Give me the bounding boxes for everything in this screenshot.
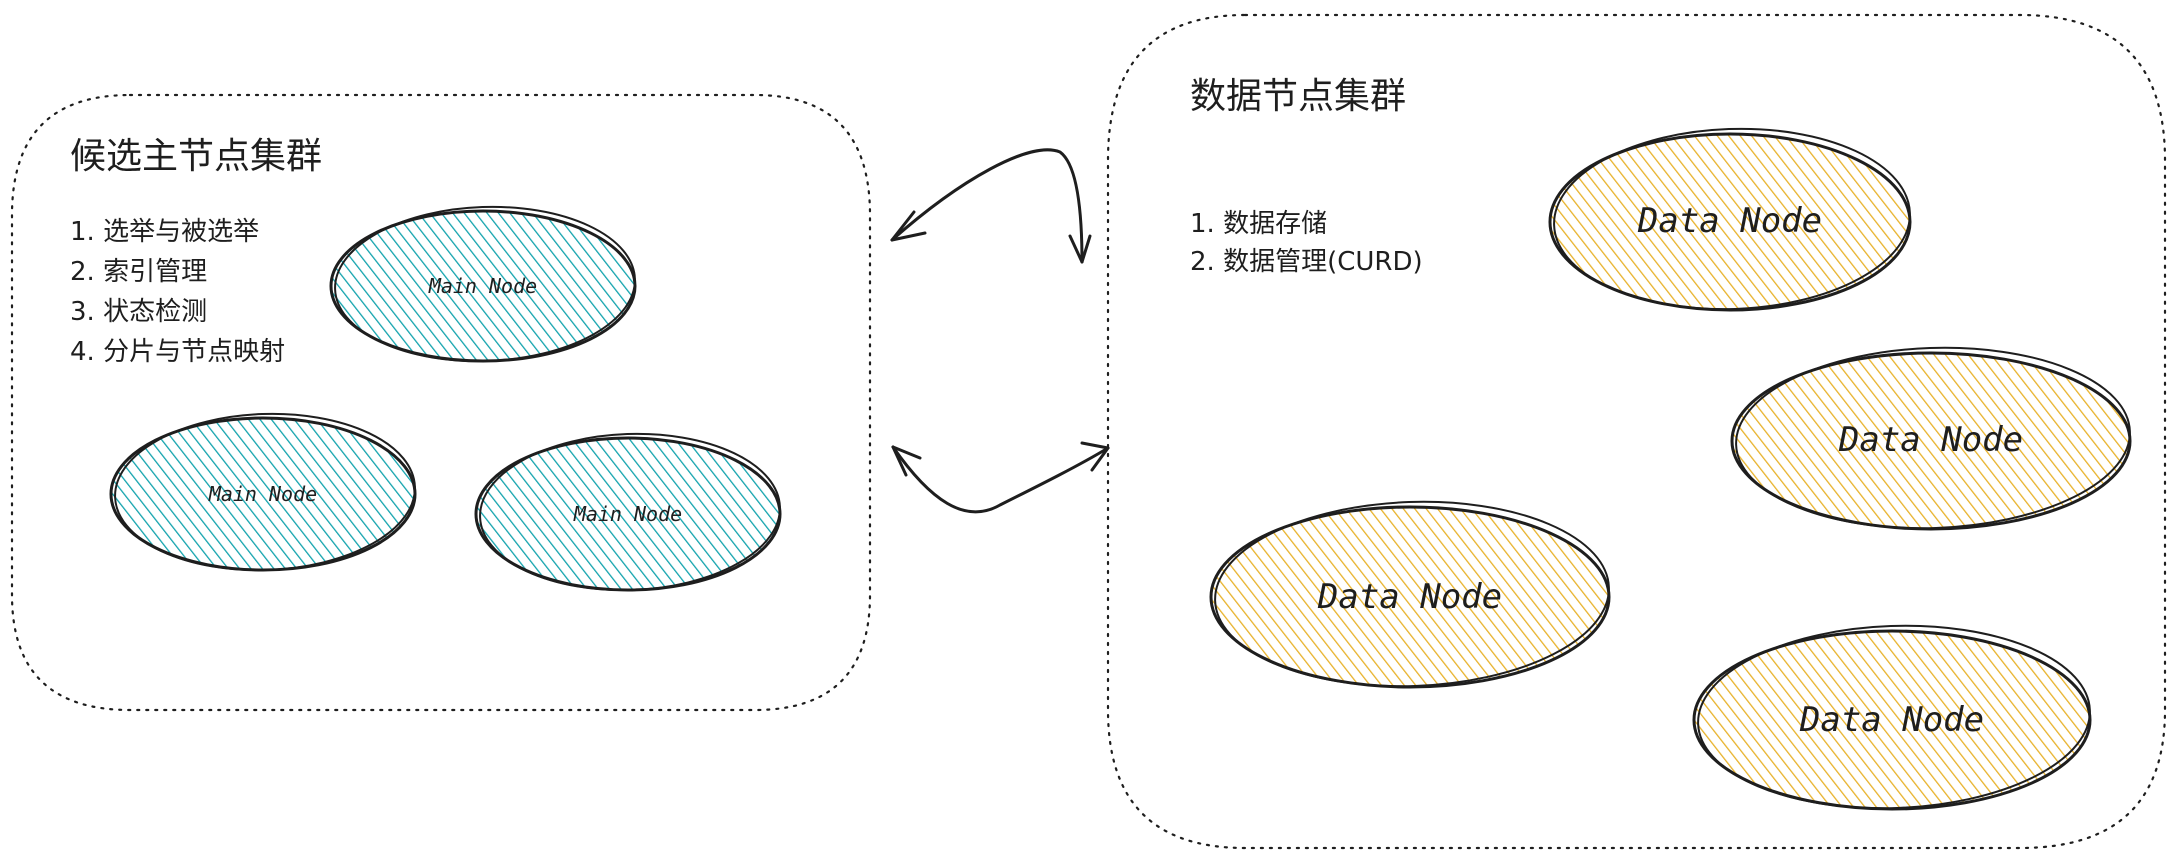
- data-cluster-boundary: [1106, 13, 2167, 850]
- data-node-shape: [1550, 134, 1910, 310]
- data-cluster: 数据节点集群 1. 数据存储 2. 数据管理(CURD) Data Node D…: [1106, 13, 2167, 850]
- main-node-label: Main Node: [573, 502, 682, 526]
- main-node-label: Main Node: [208, 482, 317, 506]
- master-cluster: 候选主节点集群 1. 选举与被选举 2. 索引管理 3. 状态检测 4. 分片与…: [10, 93, 872, 712]
- data-node-shape: [1211, 507, 1609, 687]
- data-cluster-title: 数据节点集群: [1190, 76, 1406, 117]
- upper-connection-arrow: [890, 148, 1092, 264]
- data-responsibility-list: 1. 数据存储 2. 数据管理(CURD): [1190, 209, 1423, 277]
- lower-connection-arrow: [891, 441, 1110, 514]
- data-node[interactable]: Data Node: [1730, 341, 2133, 535]
- data-node-label: Data Node: [1317, 577, 1502, 617]
- list-item: 1. 选举与被选举: [70, 217, 259, 247]
- data-node-label: Data Node: [1838, 420, 2023, 460]
- main-node[interactable]: Main Node: [109, 409, 418, 575]
- main-node[interactable]: Main Node: [329, 202, 638, 366]
- data-node[interactable]: Data Node: [1209, 495, 1612, 693]
- data-node-label: Data Node: [1799, 700, 1984, 740]
- list-item: 2. 索引管理: [70, 257, 207, 287]
- data-node-shape: [1694, 631, 2090, 809]
- master-cluster-boundary: [10, 93, 872, 712]
- master-cluster-title: 候选主节点集群: [70, 136, 322, 177]
- data-node[interactable]: Data Node: [1548, 123, 1913, 315]
- data-node-label: Data Node: [1637, 201, 1822, 241]
- list-item: 3. 状态检测: [70, 297, 207, 327]
- list-item: 1. 数据存储: [1190, 209, 1327, 239]
- main-node-shape: [331, 211, 635, 361]
- data-node[interactable]: Data Node: [1692, 619, 2093, 815]
- main-node[interactable]: Main Node: [474, 429, 783, 595]
- list-item: 2. 数据管理(CURD): [1190, 247, 1423, 277]
- list-item: 4. 分片与节点映射: [70, 337, 285, 367]
- master-responsibility-list: 1. 选举与被选举 2. 索引管理 3. 状态检测 4. 分片与节点映射: [70, 217, 285, 367]
- main-node-shape: [111, 418, 415, 570]
- data-node-shape: [1732, 353, 2130, 529]
- main-node-label: Main Node: [428, 274, 537, 298]
- main-node-shape: [476, 438, 780, 590]
